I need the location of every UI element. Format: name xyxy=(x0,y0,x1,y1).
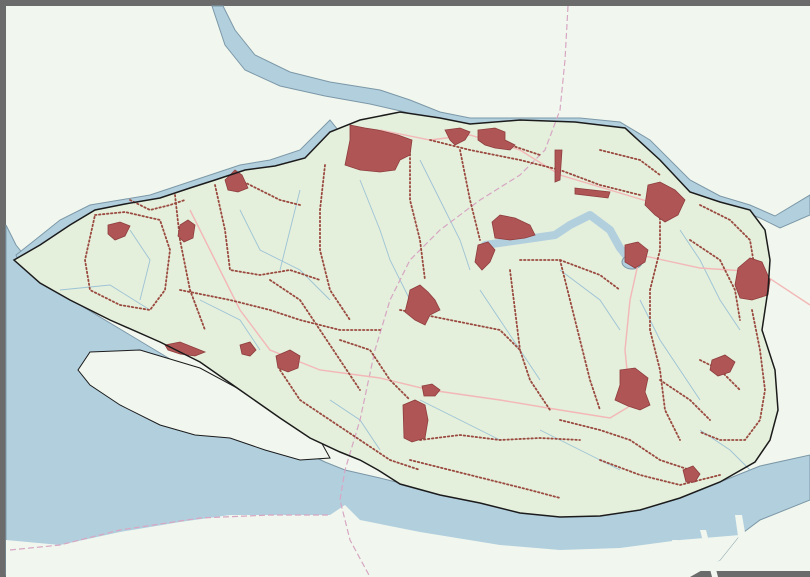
town-south-1 xyxy=(614,367,651,411)
harbour-pier-3 xyxy=(735,515,748,550)
town-north-1 xyxy=(344,124,413,173)
town-east-3 xyxy=(624,241,649,269)
town-southwest-3 xyxy=(164,341,207,357)
sandbank-south xyxy=(77,349,331,461)
town-west-3 xyxy=(177,219,196,243)
town-east-4 xyxy=(709,354,736,377)
town-southwest-2 xyxy=(239,341,257,357)
town-east-strip xyxy=(574,187,611,199)
north-river xyxy=(211,5,810,229)
dike-roads xyxy=(84,139,766,499)
south-shore xyxy=(6,505,740,577)
coastline xyxy=(12,111,779,518)
town-north-2 xyxy=(477,127,516,151)
town-east-1 xyxy=(644,181,686,223)
creek xyxy=(481,211,632,262)
town-northeast-strip xyxy=(554,149,563,183)
town-west-2 xyxy=(107,221,131,241)
harbour-pier-1 xyxy=(672,540,688,577)
town-north-3 xyxy=(444,127,471,146)
railway xyxy=(339,5,569,577)
town-southeast xyxy=(682,465,701,483)
town-south-2 xyxy=(402,399,429,443)
town-southwest-1 xyxy=(275,349,301,373)
town-center-1 xyxy=(491,214,536,241)
town-south-3 xyxy=(421,383,441,397)
railway-west xyxy=(9,514,330,551)
ditches xyxy=(59,159,751,471)
town-center-3 xyxy=(404,284,441,326)
harbour-pier-2 xyxy=(700,530,718,577)
town-center-2 xyxy=(474,241,496,271)
